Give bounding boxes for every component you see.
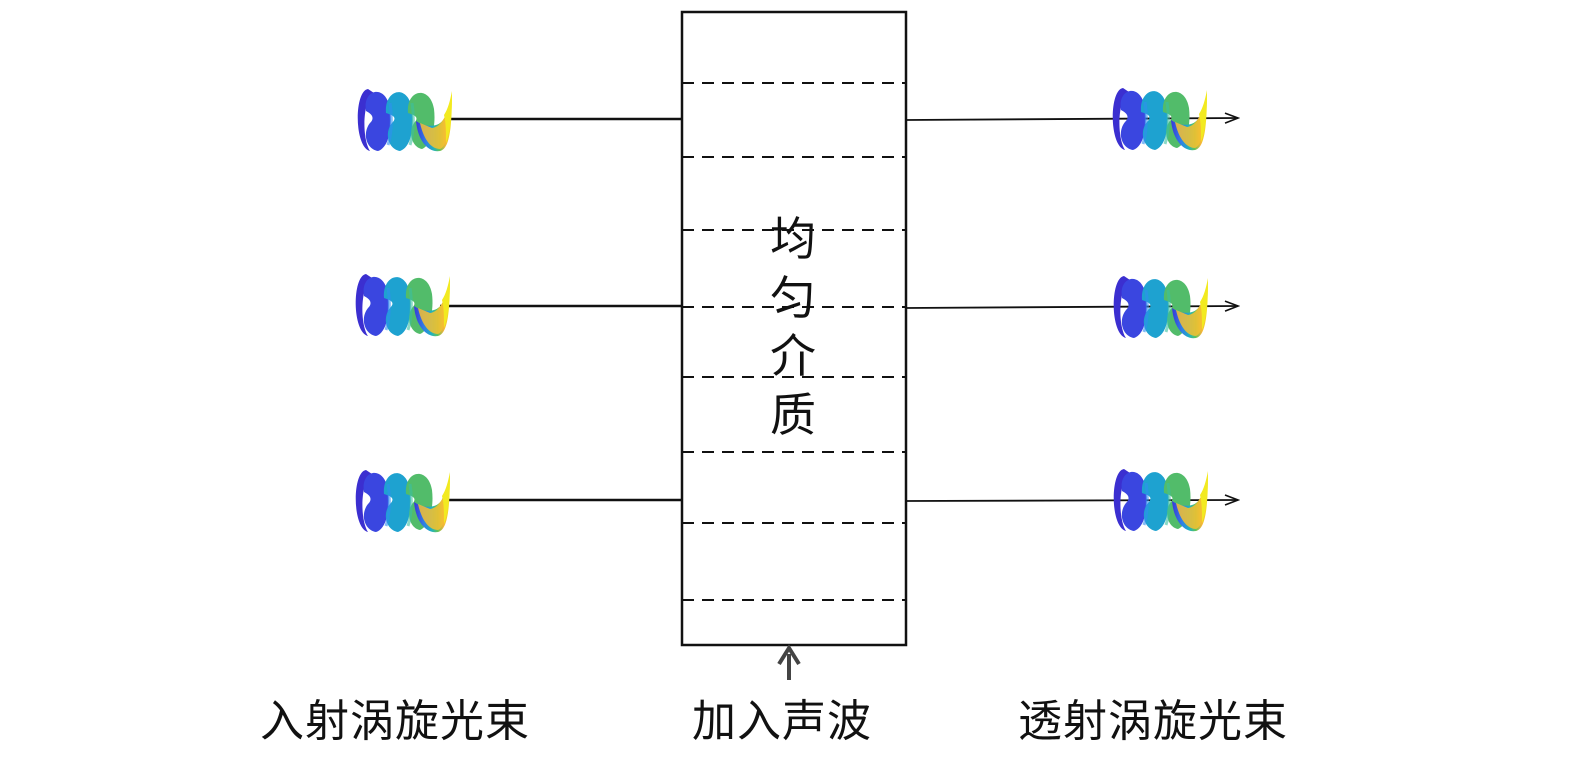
incident-vortex-beam-icon <box>356 87 454 153</box>
acoustic-arrow-icon <box>777 644 801 680</box>
medium-box <box>680 10 908 647</box>
medium-label-char: 质 <box>770 388 816 442</box>
incident-beams <box>440 117 682 502</box>
acoustic-wave-label: 加入声波 <box>692 696 872 747</box>
incident-vortex-beam-icon <box>354 468 452 534</box>
transmitted-beam-label: 透射涡旋光束 <box>1018 696 1288 747</box>
incident-beam-label: 入射涡旋光束 <box>260 696 530 747</box>
medium-label-char: 介 <box>770 329 816 383</box>
incident-vortex-beam-icon <box>354 272 452 338</box>
medium-layers <box>682 82 906 601</box>
medium-label-char: 匀 <box>770 271 816 325</box>
medium-label-char: 均 <box>770 212 816 266</box>
